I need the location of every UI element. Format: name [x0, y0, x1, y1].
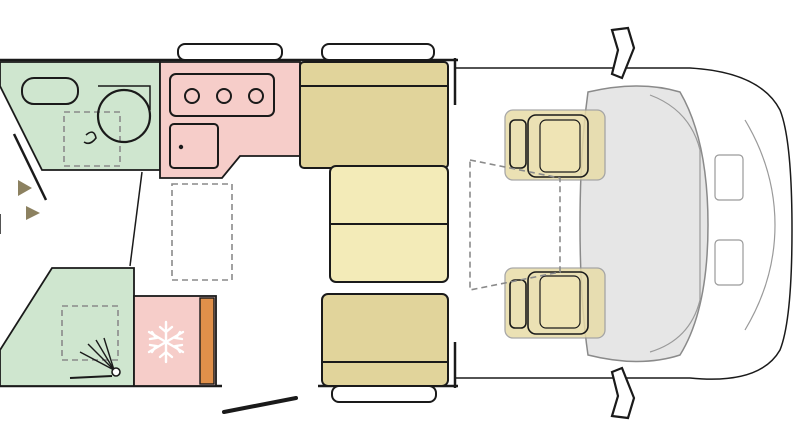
washroom-upper — [0, 61, 161, 171]
dinette-bench-top — [299, 61, 449, 169]
mirror-icon — [610, 366, 636, 420]
side-door — [222, 396, 298, 414]
burner-2 — [216, 88, 232, 104]
cab-panel-lower — [714, 239, 744, 286]
shower-tray — [63, 111, 121, 167]
shower-rail — [69, 375, 113, 379]
dashboard-line — [649, 94, 701, 353]
cab-panel-upper — [714, 154, 744, 201]
hob-icon — [169, 73, 275, 117]
cab-outline — [455, 67, 793, 380]
window-frame — [177, 43, 283, 61]
cab-seat-lower — [504, 267, 606, 339]
table-dashed-outline — [469, 159, 561, 291]
entry-arrow-icon — [18, 180, 32, 196]
partition-wall — [129, 171, 143, 267]
cab-area — [455, 26, 793, 420]
shower-tray — [61, 305, 119, 361]
window-frame — [331, 385, 437, 403]
storage-dashed-outline — [171, 183, 233, 281]
dinette-bench-bottom — [321, 293, 449, 387]
shower-head — [111, 367, 121, 377]
drain — [178, 144, 184, 150]
burner-1 — [184, 88, 200, 104]
burner-3 — [248, 88, 264, 104]
kitchen — [159, 61, 301, 179]
dinette-table — [329, 165, 449, 283]
window-frame — [321, 43, 435, 61]
mirror-icon — [610, 26, 636, 80]
kitchen-sink-icon — [169, 123, 219, 169]
toilet-icon — [96, 88, 152, 144]
shower-icon — [83, 131, 97, 145]
cab-seat-upper — [504, 109, 606, 181]
fridge — [133, 295, 217, 387]
windscreen — [579, 85, 709, 363]
snowflake-icon — [147, 320, 185, 364]
washroom-lower — [0, 267, 135, 387]
rear-door — [12, 133, 48, 201]
entry-arrow-icon — [26, 206, 40, 220]
sink-icon — [21, 77, 79, 105]
cab-contour — [744, 119, 776, 331]
shower-icon — [79, 337, 115, 371]
